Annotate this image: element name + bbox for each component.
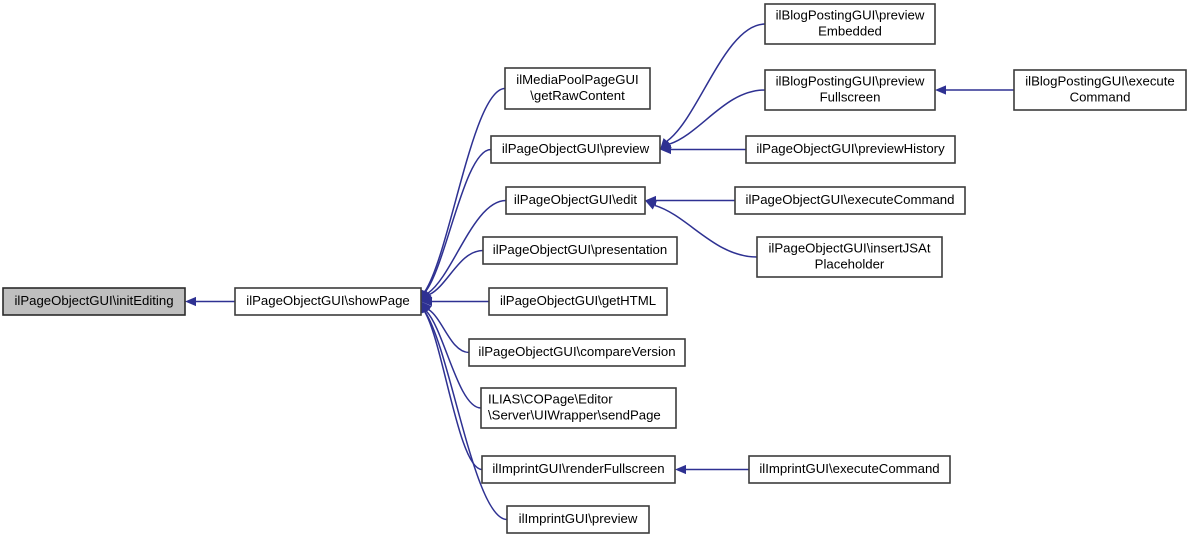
node-box-previewHistory [745, 135, 956, 164]
node-label-edit: ilPageObjectGUI\edit [514, 192, 637, 207]
node-label-getRawContent: ilMediaPoolPageGUI [516, 72, 638, 87]
graph-node-sendPage[interactable]: ILIAS\COPage\Editor\Server\UIWrapper\sen… [480, 387, 677, 429]
edge-arrowhead [421, 296, 432, 307]
node-label-previewEmbedded: Embedded [818, 23, 882, 38]
graph-edge-previewHistory-to-preview [660, 144, 746, 155]
node-box-insertJSAtPlaceholder [756, 236, 943, 278]
node-box-sendPage [480, 387, 677, 429]
node-box-previewFullscreen [764, 69, 936, 111]
node-box-imprintPreview [506, 505, 650, 534]
edge-line [654, 204, 758, 258]
edge-arrowhead [675, 464, 686, 475]
graph-node-renderFullscreen[interactable]: ilImprintGUI\renderFullscreen [481, 455, 676, 484]
graph-node-pageExecuteCommand[interactable]: ilPageObjectGUI\executeCommand [734, 186, 966, 215]
graph-node-blogExecuteCommand[interactable]: ilBlogPostingGUI\executeCommand [1013, 69, 1187, 111]
edge-arrowhead [660, 144, 671, 155]
edge-line [425, 310, 482, 409]
graph-edge-imprintExecuteCommand-to-renderFullscreen [675, 464, 749, 475]
edge-arrowhead [185, 296, 196, 307]
edge-arrowhead [420, 301, 430, 314]
edge-line [429, 249, 484, 296]
graph-edge-pageExecuteCommand-to-edit [645, 195, 735, 206]
node-label-renderFullscreen: ilImprintGUI\renderFullscreen [492, 461, 664, 476]
node-box-previewEmbedded [764, 3, 936, 45]
graph-edge-getHTML-to-showPage [421, 296, 489, 307]
node-box-edit [505, 186, 646, 215]
node-label-getRawContent: \getRawContent [530, 88, 625, 103]
node-box-blogExecuteCommand [1013, 69, 1187, 111]
edge-line [424, 87, 506, 292]
node-box-getHTML [488, 287, 668, 316]
edge-layer [185, 23, 1014, 521]
node-box-preview [490, 135, 661, 164]
node-label-imprintExecuteCommand: ilImprintGUI\executeCommand [759, 461, 939, 476]
node-label-previewHistory: ilPageObjectGUI\previewHistory [756, 141, 945, 156]
graph-node-initEditing[interactable]: ilPageObjectGUI\initEditing [2, 287, 186, 316]
graph-node-compareVersion[interactable]: ilPageObjectGUI\compareVersion [468, 338, 686, 367]
graph-node-getHTML[interactable]: ilPageObjectGUI\getHTML [488, 287, 668, 316]
graph-edge-imprintPreview-to-showPage [420, 301, 508, 521]
node-label-previewEmbedded: ilBlogPostingGUI\preview [776, 7, 925, 22]
node-label-initEditing: ilPageObjectGUI\initEditing [14, 293, 173, 308]
node-label-pageExecuteCommand: ilPageObjectGUI\executeCommand [746, 192, 955, 207]
graph-edge-presentation-to-showPage [421, 249, 484, 302]
node-label-previewFullscreen: ilBlogPostingGUI\preview [776, 73, 925, 88]
node-label-blogExecuteCommand: ilBlogPostingGUI\execute [1025, 73, 1175, 88]
graph-edge-insertJSAtPlaceholder-to-edit [645, 200, 758, 258]
node-box-renderFullscreen [481, 455, 676, 484]
edge-line [427, 199, 507, 294]
graph-node-edit[interactable]: ilPageObjectGUI\edit [505, 186, 646, 215]
graph-edge-previewEmbedded-to-preview [660, 23, 766, 150]
node-label-imprintPreview: ilImprintGUI\preview [519, 511, 638, 526]
graph-edge-blogExecuteCommand-to-previewFullscreen [935, 85, 1014, 95]
node-label-insertJSAtPlaceholder: Placeholder [815, 256, 885, 271]
graph-node-presentation[interactable]: ilPageObjectGUI\presentation [482, 236, 678, 265]
edge-arrowhead [645, 200, 657, 210]
graph-node-previewHistory[interactable]: ilPageObjectGUI\previewHistory [745, 135, 956, 164]
edge-line [424, 311, 483, 471]
node-box-showPage [234, 287, 422, 316]
node-label-showPage: ilPageObjectGUI\showPage [246, 293, 409, 308]
graph-edge-getRawContent-to-showPage [420, 87, 506, 302]
graph-node-preview[interactable]: ilPageObjectGUI\preview [490, 135, 661, 164]
graph-node-imprintExecuteCommand[interactable]: ilImprintGUI\executeCommand [748, 455, 951, 484]
node-label-blogExecuteCommand: Command [1070, 89, 1131, 104]
node-label-getHTML: ilPageObjectGUI\getHTML [500, 293, 656, 308]
node-label-presentation: ilPageObjectGUI\presentation [493, 242, 667, 257]
graph-node-imprintPreview[interactable]: ilImprintGUI\preview [506, 505, 650, 534]
node-box-presentation [482, 236, 678, 265]
edge-line [669, 89, 766, 145]
node-box-compareVersion [468, 338, 686, 367]
graph-node-getRawContent[interactable]: ilMediaPoolPageGUI\getRawContent [504, 67, 651, 110]
graph-node-showPage[interactable]: ilPageObjectGUI\showPage [234, 287, 422, 316]
graph-edge-showPage-to-initEditing [185, 296, 235, 307]
node-label-preview: ilPageObjectGUI\preview [502, 141, 650, 156]
edge-line [424, 311, 508, 521]
node-label-sendPage: ILIAS\COPage\Editor [488, 391, 613, 406]
edge-line [428, 308, 470, 354]
node-box-pageExecuteCommand [734, 186, 966, 215]
node-label-previewFullscreen: Fullscreen [820, 89, 881, 104]
node-box-getRawContent [504, 67, 651, 110]
node-label-sendPage: \Server\UIWrapper\sendPage [488, 407, 661, 422]
node-layer: ilPageObjectGUI\initEditing ilPageObjectG… [2, 3, 1187, 534]
edge-line [425, 148, 492, 292]
node-box-initEditing [2, 287, 186, 316]
edge-arrowhead [935, 85, 946, 95]
node-label-compareVersion: ilPageObjectGUI\compareVersion [478, 344, 675, 359]
edge-line [666, 23, 766, 142]
node-box-imprintExecuteCommand [748, 455, 951, 484]
node-label-insertJSAtPlaceholder: ilPageObjectGUI\insertJSAt [769, 240, 931, 255]
